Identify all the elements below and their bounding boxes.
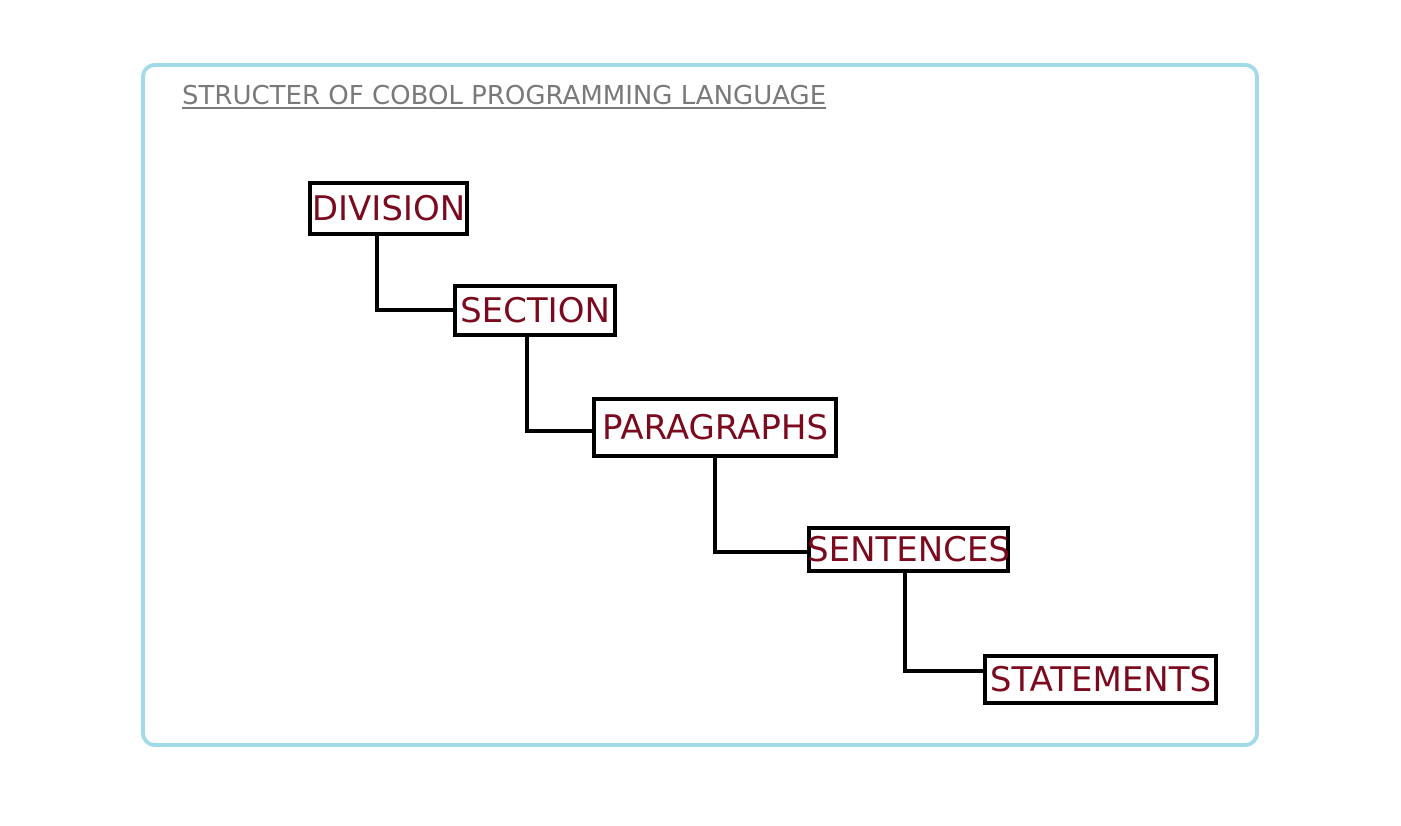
node-statements: STATEMENTS bbox=[983, 654, 1218, 705]
connector-section-paragraphs bbox=[525, 335, 594, 433]
connector-paragraphs-sentences bbox=[713, 456, 809, 554]
connector-sentences-statements bbox=[903, 571, 985, 673]
diagram-title: STRUCTER OF COBOL PROGRAMMING LANGUAGE bbox=[182, 81, 827, 111]
diagram-frame bbox=[141, 63, 1259, 747]
node-sentences: SENTENCES bbox=[807, 526, 1010, 573]
node-division: DIVISION bbox=[308, 181, 469, 236]
node-section: SECTION bbox=[453, 284, 617, 337]
connector-division-section bbox=[375, 230, 455, 312]
node-paragraphs: PARAGRAPHS bbox=[592, 397, 838, 458]
